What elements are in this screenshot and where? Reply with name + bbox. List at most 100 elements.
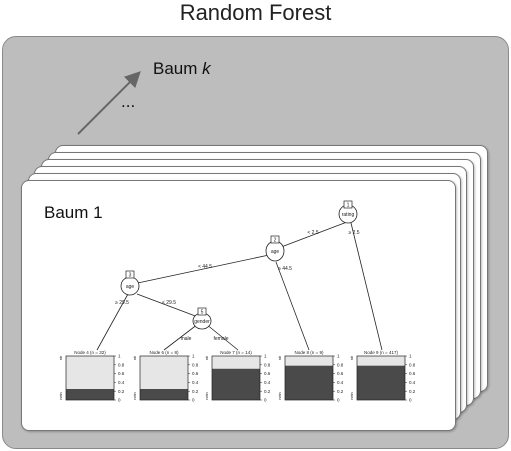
leaf-bar-light-4 — [66, 356, 114, 389]
node-label-1: rating — [342, 212, 355, 218]
leaf-bar-light-8 — [285, 356, 333, 366]
leaf-tick-label-7-1: 0.8 — [264, 362, 271, 367]
leaf-axis-top-4: nb — [58, 355, 63, 360]
leaf-axis-bottom-4: nein — [58, 392, 63, 400]
leaf-tick-label-4-5: 0 — [118, 398, 121, 403]
leaf-frame-4 — [65, 355, 115, 401]
leaf-tick-label-6-2: 0.6 — [192, 371, 199, 376]
tree-node-2: 2 age — [265, 235, 285, 262]
ellipsis: ... — [121, 92, 136, 111]
leaf-tick-label-6-5: 0 — [192, 398, 195, 403]
edge-2-3 — [132, 254, 270, 285]
leaf-tick-label-7-2: 0.6 — [264, 371, 271, 376]
leaf-bar-dark-6 — [140, 389, 188, 400]
leaf-title-7: Node 7 (n = 14) — [220, 350, 252, 355]
edge-label-3-5: < 29.5 — [162, 300, 176, 306]
leaf-axis-top-8: nb — [277, 355, 282, 360]
leaf-tick-label-9-3: 0.4 — [409, 380, 416, 385]
leaf-tick-label-4-2: 0.6 — [118, 371, 125, 376]
leaf-title-4: Node 4 (n = 32) — [74, 350, 106, 355]
leaf-axis-bottom-9: nein — [349, 392, 354, 400]
tree-node-5: 5 gender — [192, 307, 212, 330]
leaf-bar-dark-7 — [212, 368, 260, 400]
leaf-axis-top-6: nb — [132, 355, 137, 360]
leaf-bar-light-7 — [212, 356, 260, 369]
leaf-tick-label-7-0: 1 — [264, 354, 267, 359]
leaf-tick-label-8-0: 1 — [337, 354, 340, 359]
leaf-tick-label-9-5: 0 — [409, 398, 412, 403]
leaf-tick-label-8-1: 0.8 — [337, 362, 344, 367]
leaf-tick-label-8-4: 0.2 — [337, 389, 344, 394]
leaf-tick-label-6-0: 1 — [192, 354, 195, 359]
leaf-title-6: Node 6 (n = 8) — [150, 350, 179, 355]
leaf-tick-label-7-5: 0 — [264, 398, 267, 403]
leaf-tick-label-8-5: 0 — [337, 398, 340, 403]
baum-k-variable: k — [202, 59, 211, 78]
leaf-frame-9 — [356, 355, 406, 401]
edge-label-5-6: male — [181, 336, 192, 342]
leaf-title-8: Node 8 (n = 9) — [295, 350, 324, 355]
node-id-3: 3 — [129, 273, 132, 279]
tree-node-1: 1 rating — [338, 200, 358, 224]
node-label-2: age — [271, 249, 280, 255]
leaf-bar-light-6 — [140, 356, 188, 389]
baum-k-label: Baum k — [153, 59, 211, 78]
leaf-axis-bottom-8: nein — [277, 392, 282, 400]
leaf-tick-label-6-4: 0.2 — [192, 389, 199, 394]
baum-1-label: Baum 1 — [44, 203, 103, 222]
tree-node-3: 3 age — [120, 270, 140, 296]
leaf-axis-bottom-6: nein — [132, 392, 137, 400]
leaf-tick-label-7-4: 0.2 — [264, 389, 271, 394]
leaf-axis-top-7: nb — [204, 355, 209, 360]
node-label-5: gender — [194, 319, 210, 325]
edge-3-5 — [136, 293, 199, 318]
edge-label-2-3: < 44.5 — [198, 264, 212, 270]
leaf-axis-bottom-7: nein — [204, 392, 209, 400]
leaf-tick-label-9-0: 1 — [409, 354, 412, 359]
leaf-tick-label-9-4: 0.2 — [409, 389, 416, 394]
leaf-tick-label-9-1: 0.8 — [409, 362, 416, 367]
edge-label-5-7: female — [213, 336, 228, 342]
tree-edges — [96, 221, 383, 351]
leaf-bar-dark-4 — [66, 389, 114, 400]
edge-5-7 — [205, 323, 239, 351]
figure-title: Random Forest — [179, 0, 332, 25]
leaf-bar-light-9 — [357, 356, 405, 366]
node-id-2: 2 — [274, 238, 277, 244]
edge-label-1-2: < 2.5 — [307, 230, 318, 236]
leaf-bar-dark-9 — [357, 365, 405, 400]
edge-3-4 — [96, 293, 129, 351]
edge-1-2 — [275, 221, 348, 250]
leaf-title-9: Node 9 (n = 417) — [364, 350, 398, 355]
edge-label-2-8: ≥ 44.5 — [278, 266, 292, 272]
edge-labels: < 2.5 ≥ 2.5 < 44.5 ≥ 44.5 ≥ 29.5 < 29.5 … — [115, 230, 360, 342]
leaf-frame-8 — [284, 355, 334, 401]
leaf-tick-label-6-3: 0.4 — [192, 380, 199, 385]
edge-1-9 — [350, 222, 383, 351]
edge-2-8 — [275, 261, 310, 351]
edge-label-3-4: ≥ 29.5 — [115, 300, 129, 306]
leaf-tick-label-8-3: 0.4 — [337, 380, 344, 385]
arrow-line — [77, 71, 141, 135]
leaf-node-8: Node 8 (n = 9) 1 0.8 0.6 0.4 0.2 0 nb nein — [277, 350, 344, 403]
leaf-node-6: Node 6 (n = 8) 1 0.8 0.6 0.4 0.2 0 nb nein — [132, 350, 199, 403]
leaf-tick-label-6-1: 0.8 — [192, 362, 199, 367]
leaf-tick-label-4-0: 1 — [118, 354, 121, 359]
edge-label-1-9: ≥ 2.5 — [348, 230, 359, 236]
leaf-frame-7 — [211, 355, 261, 401]
leaf-tick-label-8-2: 0.6 — [337, 371, 344, 376]
node-id-5: 5 — [201, 310, 204, 316]
leaf-tick-label-9-2: 0.6 — [409, 371, 416, 376]
leaf-tick-label-4-4: 0.2 — [118, 389, 125, 394]
leaf-bar-dark-8 — [285, 365, 333, 400]
node-id-1: 1 — [347, 203, 350, 209]
leaf-nodes: Node 4 (n = 32)10.80.60.40.20nbneinNode … — [58, 350, 416, 403]
leaf-frame-6 — [139, 355, 189, 401]
node-label-3: age — [126, 284, 135, 290]
